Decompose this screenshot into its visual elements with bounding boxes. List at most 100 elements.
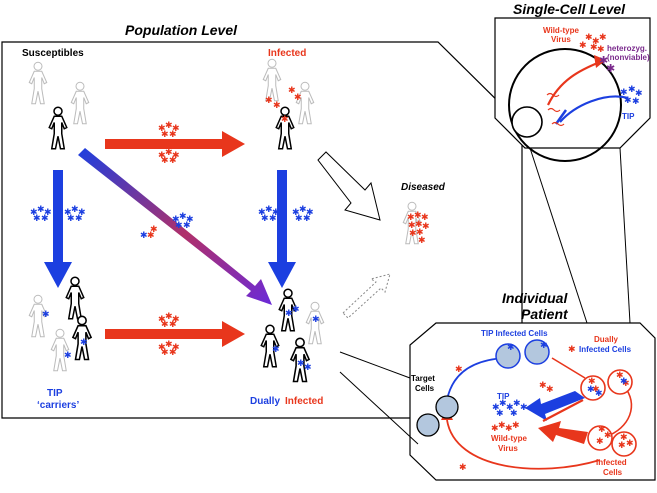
- tip-inhibition-bar: [554, 109, 568, 125]
- virus-particle-icon: ✱: [599, 33, 607, 43]
- virus-particle-icon: ✱: [592, 37, 600, 47]
- virus-particle-icon: ✱: [546, 385, 554, 395]
- virus-particle-icon: ✱: [295, 214, 303, 224]
- single-cell-level-title: Single-Cell Level: [513, 1, 626, 17]
- label-tip-infected-cells: TIP Infected Cells: [481, 329, 548, 338]
- virus-particle-icon: ✱: [179, 212, 187, 222]
- label-single-cell-tip: TIP: [622, 112, 635, 121]
- virus-particle-icon: ✱: [592, 385, 600, 395]
- zoom-line: [339, 351, 411, 379]
- virus-particle-icon: ✱: [169, 130, 177, 140]
- virus-particle-icon: ✱: [147, 231, 155, 241]
- virus-particle-icon: ✱: [407, 213, 415, 223]
- virus-particle-icon: ✱: [620, 377, 628, 387]
- label-patient-wildtype-1: Wild-type: [491, 434, 527, 443]
- virus-particle-icon: ✱: [520, 403, 528, 413]
- patient-title: Patient: [521, 306, 568, 322]
- cell-nucleus: [511, 106, 543, 138]
- virus-particle-icon: ✱: [294, 93, 302, 103]
- virus-particle-icon: ✱: [418, 236, 426, 246]
- virus-particle-icon: ✱: [599, 54, 608, 67]
- label-target-cells-2: Cells: [415, 384, 435, 393]
- virus-particle-icon: ✱: [158, 124, 166, 134]
- virus-particle-icon: ✱: [416, 228, 424, 238]
- virus-particle-icon: ✱: [628, 85, 636, 95]
- virus-particle-icon: ✱: [172, 343, 180, 353]
- virus-particle-icon: ✱: [285, 309, 293, 319]
- virus-particle-icon: ✱: [158, 343, 166, 353]
- virus-particle-icon: ✱: [422, 222, 430, 232]
- virus-particle-icon: ✱: [273, 101, 281, 111]
- virus-particle-icon: ✱: [568, 345, 576, 355]
- virus-particle-icon: ✱: [288, 86, 296, 96]
- virus-particle-icon: ✱: [169, 156, 177, 166]
- virus-particle-icon: ✱: [620, 88, 628, 98]
- dually-infected-cell: [580, 375, 606, 401]
- virus-particle-icon: ✱: [304, 363, 312, 373]
- virus-particle-icon: ✱: [604, 431, 612, 441]
- virus-particle-icon: ✱: [172, 124, 180, 134]
- virus-particle-icon: ✱: [261, 214, 269, 224]
- label-infected-cells-1: Infected: [596, 458, 627, 467]
- arrow-infected-to-dually: [268, 170, 296, 288]
- label-dually-infected-cells-2: Infected Cells: [579, 345, 632, 354]
- label-dually-infected-cells-1: Dually: [594, 335, 619, 344]
- virus-particle-icon: ✱: [30, 208, 38, 218]
- individual-title: Individual: [502, 290, 568, 306]
- arrow-tip-to-dually: [105, 321, 245, 347]
- virus-particle-icon: ✱: [265, 96, 273, 106]
- virus-particle-icon: ✱: [150, 225, 158, 235]
- virus-particle-icon: ✱: [635, 89, 643, 99]
- tip-infected-cell: [495, 343, 521, 369]
- virus-particle-icon: ✱: [71, 205, 79, 215]
- virus-particle-icon: ✱: [312, 315, 320, 325]
- virus-particle-icon: ✱: [512, 421, 520, 431]
- virus-particle-icon: ✱: [498, 421, 506, 431]
- virus-particle-icon: ✱: [292, 208, 300, 218]
- label-wildtype-virus-2: Virus: [551, 35, 571, 44]
- virus-particle-icon: ✱: [616, 371, 624, 381]
- patient-cycle-red: [446, 419, 601, 470]
- virus-particle-icon: ✱: [507, 343, 515, 353]
- virus-particle-icon: ✱: [269, 214, 277, 224]
- virus-particle-icon: ✱: [587, 385, 595, 395]
- virus-particle-icon: ✱: [620, 433, 628, 443]
- label-diseased: Diseased: [401, 182, 445, 193]
- virus-symbols-blue: ✱✱✱✱✱✱✱✱✱✱✱✱✱✱✱✱✱✱✱✱✱✱✱✱✱✱✱✱✱✱✱✱✱✱✱✱✱✱✱✱…: [30, 85, 643, 419]
- virus-particle-icon: ✱: [44, 208, 52, 218]
- virus-particle-icon: ✱: [408, 221, 416, 231]
- virus-particle-icon: ✱: [632, 97, 640, 107]
- virus-particle-icon: ✱: [595, 389, 603, 399]
- virus-particle-icon: ✱: [158, 315, 166, 325]
- arrow-infected-to-diseased: [317, 151, 381, 221]
- label-dually: Dually: [250, 396, 281, 407]
- target-cell: [435, 395, 459, 419]
- target-cell: [416, 413, 440, 437]
- virus-particle-icon: ✱: [42, 310, 50, 320]
- virus-particle-icon: ✱: [598, 425, 606, 435]
- virus-particle-icon: ✱: [292, 305, 300, 315]
- virus-particle-icon: ✱: [499, 399, 507, 409]
- virus-particle-icon: ✱: [618, 441, 626, 451]
- virus-particle-icon: ✱: [272, 345, 280, 355]
- virus-particle-icon: ✱: [459, 463, 467, 473]
- virus-particle-icon: ✱: [172, 315, 180, 325]
- arrow-susceptible-to-dually-diagonal: [78, 148, 272, 305]
- virus-particle-icon: ✱: [258, 208, 266, 218]
- label-tip-carriers-1: TIP: [47, 388, 63, 399]
- virus-particle-icon: ✱: [33, 214, 41, 224]
- wildtype-assembly-arrow: [547, 60, 601, 106]
- patient-link-tip-dually: [551, 357, 586, 379]
- arrow-susceptible-to-infected: [105, 131, 245, 157]
- virus-particle-icon: ✱: [140, 231, 148, 241]
- virus-particle-icon: ✱: [409, 229, 417, 239]
- virus-particle-icon: ✱: [165, 340, 173, 350]
- infected-cell: [611, 431, 637, 457]
- arrow-susceptible-to-tip: [44, 170, 72, 288]
- wildtype-release-line-dually: [542, 399, 584, 422]
- dually-infected-cell: [607, 369, 633, 395]
- virus-particle-icon: ✱: [606, 62, 615, 75]
- virus-symbols-purple: ✱✱: [599, 54, 615, 75]
- virus-particle-icon: ✱: [510, 409, 518, 419]
